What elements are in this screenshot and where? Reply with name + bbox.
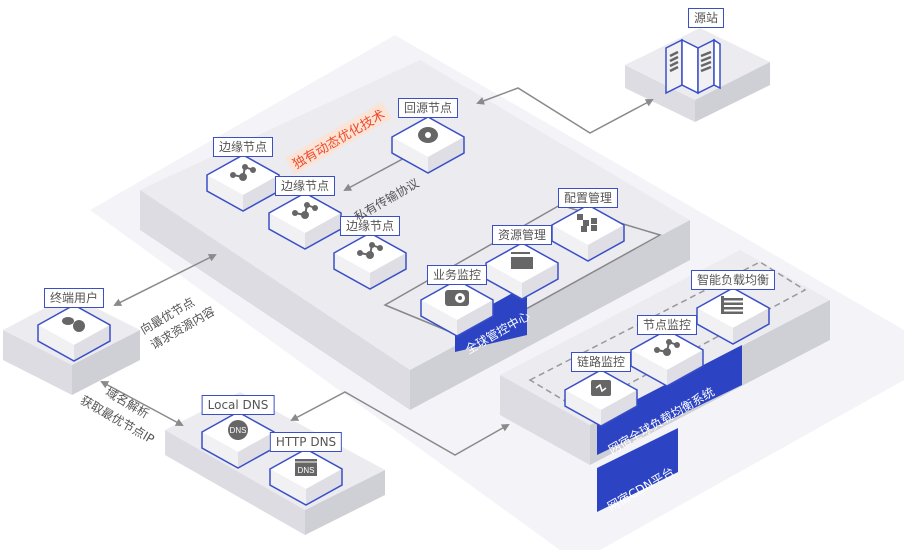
load-balance-icon	[721, 296, 743, 314]
label-edge-node-1: 边缘节点	[212, 137, 274, 157]
svg-text:DNS: DNS	[298, 466, 315, 475]
user-icon	[62, 317, 85, 332]
hierarchy-icon	[577, 214, 597, 232]
dns-platform	[165, 392, 385, 535]
camera-monitor-icon	[445, 290, 469, 306]
svg-text:DNS: DNS	[230, 426, 247, 435]
connection-arrows	[100, 87, 654, 456]
label-node-monitor: 节点监控	[636, 315, 698, 335]
arrow-private-protocol	[343, 154, 412, 191]
node-edge-3	[333, 232, 407, 290]
node-network-icon	[654, 339, 680, 356]
cloud-node-icon	[418, 127, 438, 143]
label-resource-mgmt: 资源管理	[491, 225, 553, 245]
label-link-monitor: 链路监控	[570, 352, 632, 372]
dns-globe-icon: DNS	[228, 420, 248, 440]
edge-node-icon	[292, 202, 318, 219]
arrow-dns-resolve	[100, 381, 184, 426]
node-link-monitor	[564, 369, 638, 427]
label-smart-lb: 智能负载均衡	[690, 270, 776, 290]
main-platform	[140, 60, 690, 410]
link-puzzle-icon	[591, 380, 611, 396]
node-back-to-origin	[391, 116, 465, 174]
folder-icon	[511, 252, 533, 269]
dns-window-icon: DNS	[295, 459, 317, 476]
edge-node-icon	[230, 164, 256, 181]
edge-node-icon	[357, 242, 383, 259]
label-local-dns: Local DNS	[201, 395, 275, 415]
label-edge-node-3: 边缘节点	[339, 216, 401, 236]
arrow-user-request	[113, 254, 217, 306]
banner-global-control	[455, 285, 527, 352]
label-service-monitor: 业务监控	[426, 265, 488, 285]
label-edge-node-2: 边缘节点	[274, 176, 336, 196]
label-config-mgmt: 配置管理	[557, 188, 619, 208]
banners	[455, 285, 742, 512]
node-config-mgmt	[551, 204, 625, 262]
banner-cdn-platform	[597, 428, 678, 512]
arrow-dns-to-gslb	[290, 391, 510, 456]
arrow-backorigin-to-origin	[476, 87, 654, 134]
label-back-to-origin: 回源节点	[397, 98, 459, 118]
label-origin: 源站	[687, 8, 725, 28]
banner-gslb-system	[597, 345, 742, 455]
label-http-dns: HTTP DNS	[269, 432, 343, 452]
server-icon	[665, 38, 721, 95]
label-end-user: 终端用户	[43, 288, 105, 308]
